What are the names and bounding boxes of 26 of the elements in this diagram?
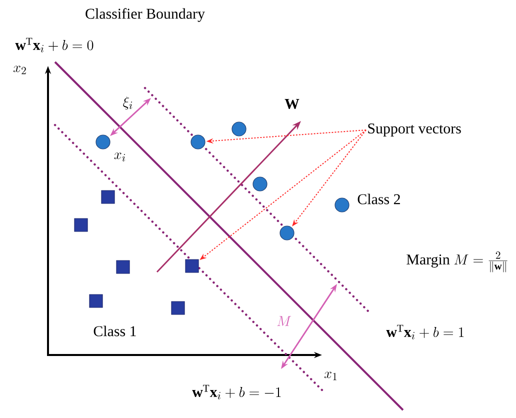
point-circle (232, 122, 246, 136)
point-square (185, 259, 199, 273)
formula-label: $\xi_i$ (123, 96, 132, 110)
formula-label: $x_2$ (13, 66, 26, 74)
formula-label: $\mathbf{w}^{\mathrm{T}}\mathbf{x}_i+b=1$ (386, 324, 464, 340)
point-square (74, 218, 88, 232)
annotation-text: Support vectors (368, 123, 461, 137)
text-label: Class 1 (94, 326, 136, 336)
formula-label: $x_1$ (324, 372, 337, 380)
point-square (101, 190, 115, 204)
point-square (89, 294, 103, 308)
formula-label: $\mbox{Margin }M=\frac{2}{\|\mathbf{w}\|}$ (406, 251, 508, 272)
point-square (116, 260, 130, 274)
formula-label: $M$ (277, 316, 292, 326)
formula-label: $\mathbf{W}$ (284, 99, 300, 109)
formula-label: $\mathbf{w}^{\mathrm{T}}\mathbf{x}_i+b=0$ (15, 38, 94, 52)
point-circle (334, 198, 350, 212)
point-circle (96, 134, 110, 150)
formula-label: $\mathbf{w}^{\mathrm{T}}\mathbf{x}_i+b=-1$ (192, 384, 281, 400)
point-square (171, 301, 185, 315)
text-label: Classifier Boundary (86, 8, 205, 22)
formula-label: $x_i$ (114, 152, 126, 162)
text-label: Class 2 (358, 194, 400, 204)
point-circle (280, 226, 294, 240)
point-circle (252, 176, 268, 192)
point-circle (190, 134, 206, 150)
